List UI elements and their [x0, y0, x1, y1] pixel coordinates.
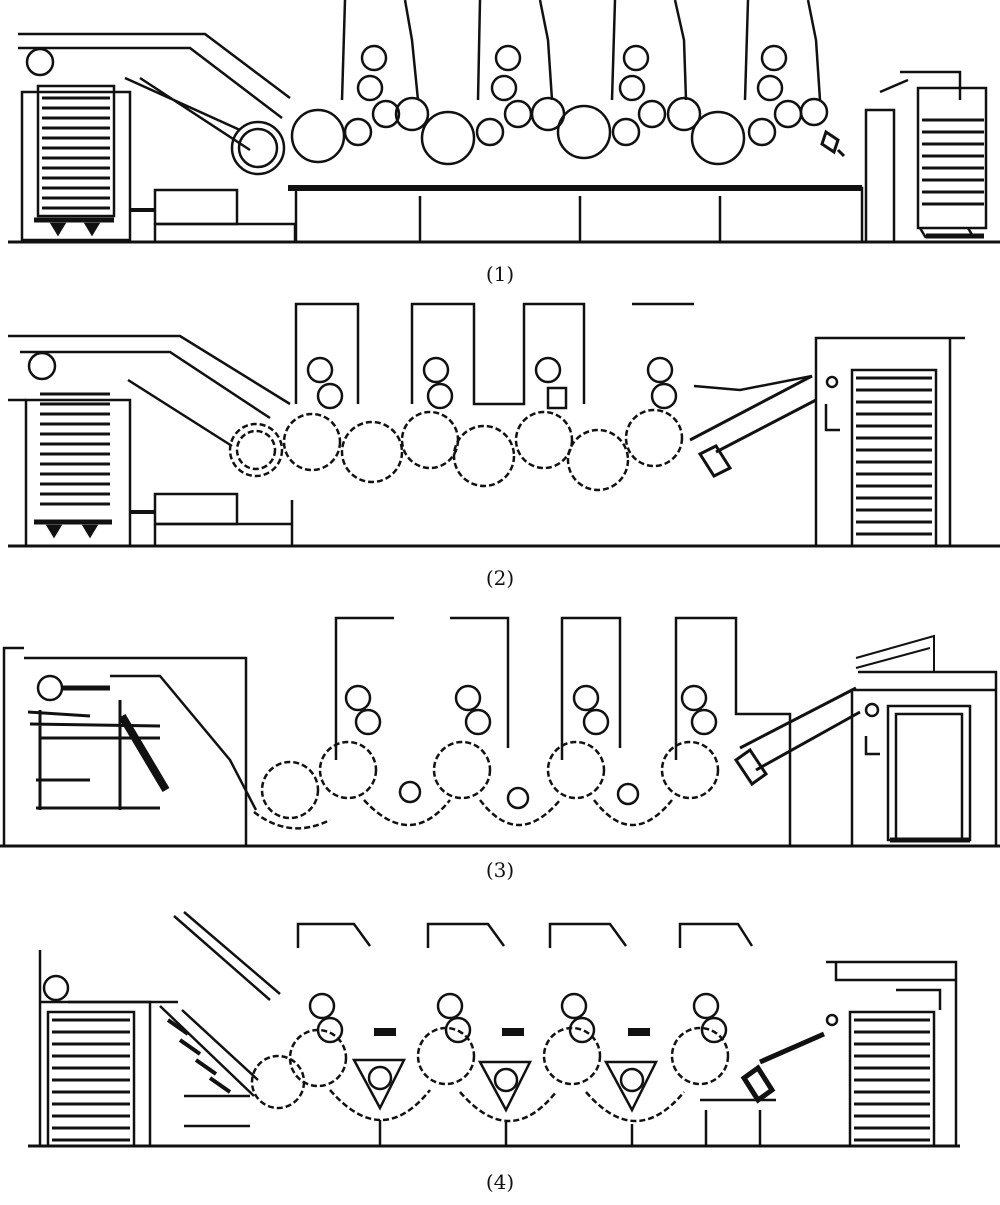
panel-4-feed-table: [68, 1000, 259, 1128]
panel-4-press-schematic: [28, 911, 960, 1148]
panel-3-cylinder-train: [253, 740, 720, 830]
panel-2-cylinder-train: [228, 408, 684, 492]
panel-3-transfer-drums: [398, 780, 640, 810]
panel-2-printing-units: [294, 302, 694, 410]
panel-2-press-schematic: [8, 302, 1000, 548]
panel-3-printing-units: [334, 616, 792, 846]
panel-4-feeder-pile: [38, 950, 152, 1148]
panel-2-feed-table: [8, 334, 291, 448]
panel-1-feeder-cabinet: [153, 188, 239, 226]
panel-1-caption: (1): [485, 262, 515, 286]
panel-1-delivery-pile: [820, 70, 988, 244]
panel-3-press-schematic: [0, 616, 1000, 848]
panel-3-feeder: [2, 646, 258, 846]
panel-1-printing-units: [340, 0, 822, 102]
panel-1-press-schematic: [8, 0, 1000, 244]
panel-3-delivery: [850, 634, 998, 846]
panel-1-cylinder-train: [230, 96, 829, 176]
panel-4-transfer-drums: [351, 1058, 659, 1146]
panel-3-caption: (3): [485, 858, 515, 882]
panel-1-feed-table: [18, 32, 291, 152]
panel-2-feeder-cabinet: [153, 492, 239, 526]
panel-2-feeder-pile: [24, 351, 132, 548]
panel-1-feeder-pile: [20, 47, 132, 242]
panel-4-delivery-pile: [825, 960, 958, 1148]
panel-2-delivery-pile: [814, 336, 965, 548]
panel-4-cylinder-train: [250, 1026, 730, 1123]
panel-4-caption: (4): [485, 1170, 515, 1194]
panel-2-caption: (2): [485, 566, 515, 590]
panel-4-printing-units: [296, 922, 754, 1044]
